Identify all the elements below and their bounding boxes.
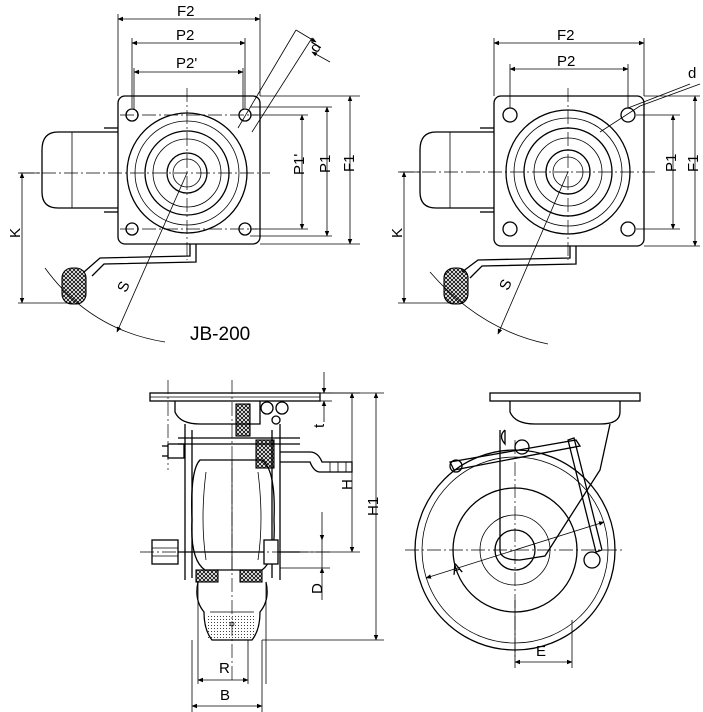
dim-label-a: A: [449, 560, 464, 579]
side-view: A E: [405, 392, 641, 668]
dim-label-d-right: d: [688, 65, 696, 82]
dim-label-f1: F1: [341, 154, 358, 172]
dim-label-r: R: [219, 660, 230, 677]
dim-label-k: K: [7, 228, 24, 238]
dim-label-f1-right: F1: [685, 154, 702, 172]
dim-label-p2: P2: [176, 27, 194, 44]
model-caption: JB-200: [190, 324, 250, 345]
dim-label-s: S: [114, 279, 134, 295]
dim-label-p1-prime: P1': [291, 154, 308, 175]
dim-label-p2-prime: P2': [176, 55, 197, 72]
dim-label-f2-right: F2: [557, 27, 575, 44]
dim-label-h: H: [339, 479, 356, 490]
dim-label-k-right: K: [389, 228, 406, 238]
dim-label-s-right: S: [496, 277, 516, 293]
front-section-view: t H H1 D R B: [140, 372, 384, 712]
dim-label-p2-right: P2: [557, 53, 575, 70]
dim-label-e: E: [536, 643, 546, 660]
plan-view-right: F2 P2 d P1 F1 K S: [389, 27, 702, 345]
dim-label-b: B: [220, 687, 230, 704]
dim-label-p1: P1: [317, 155, 334, 173]
dim-label-f2: F2: [177, 3, 195, 20]
dim-label-d-axle: D: [309, 583, 326, 594]
dim-label-h1: H1: [365, 497, 382, 516]
dim-label-t: t: [311, 423, 328, 428]
dim-label-p1-right: P1: [663, 154, 680, 172]
plan-view-with-brake: F2 P2 P2' d P1' P1 F1 K S JB-200: [7, 3, 360, 345]
